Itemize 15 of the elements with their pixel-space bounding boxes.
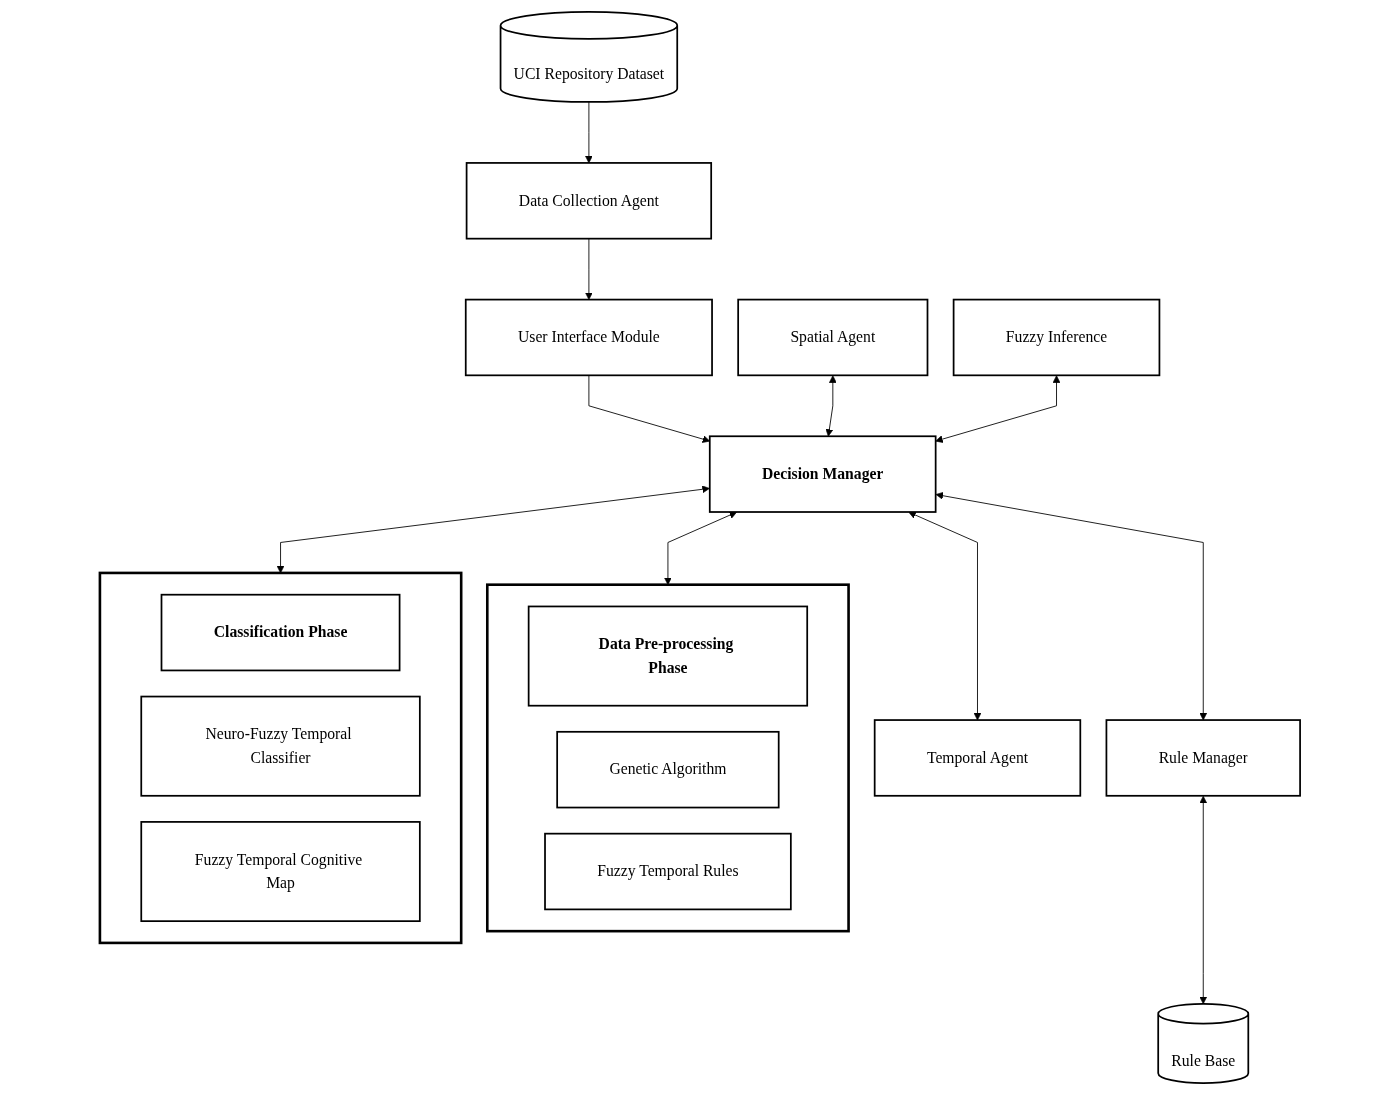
node-box: Spatial Agent — [737, 298, 929, 377]
node-box: Data Collection Agent — [465, 162, 713, 240]
node-box: Decision Manager — [708, 435, 937, 513]
node-box: Fuzzy Temporal Cognitive Map — [140, 821, 421, 922]
node-box: Temporal Agent — [873, 719, 1082, 797]
node-box: Genetic Algorithm — [556, 730, 780, 809]
node-box: Rule Manager — [1105, 719, 1301, 797]
cluster — [98, 571, 463, 945]
node-box: Data Pre-processing Phase — [527, 605, 809, 707]
node-box: Classification Phase — [160, 593, 401, 672]
node-box: User Interface Module — [464, 298, 713, 377]
cluster — [486, 583, 850, 933]
node-box: Fuzzy Inference — [952, 298, 1161, 377]
node-box: Neuro-Fuzzy Temporal Classifier — [140, 695, 421, 797]
node-box: Fuzzy Temporal Rules — [544, 832, 792, 911]
